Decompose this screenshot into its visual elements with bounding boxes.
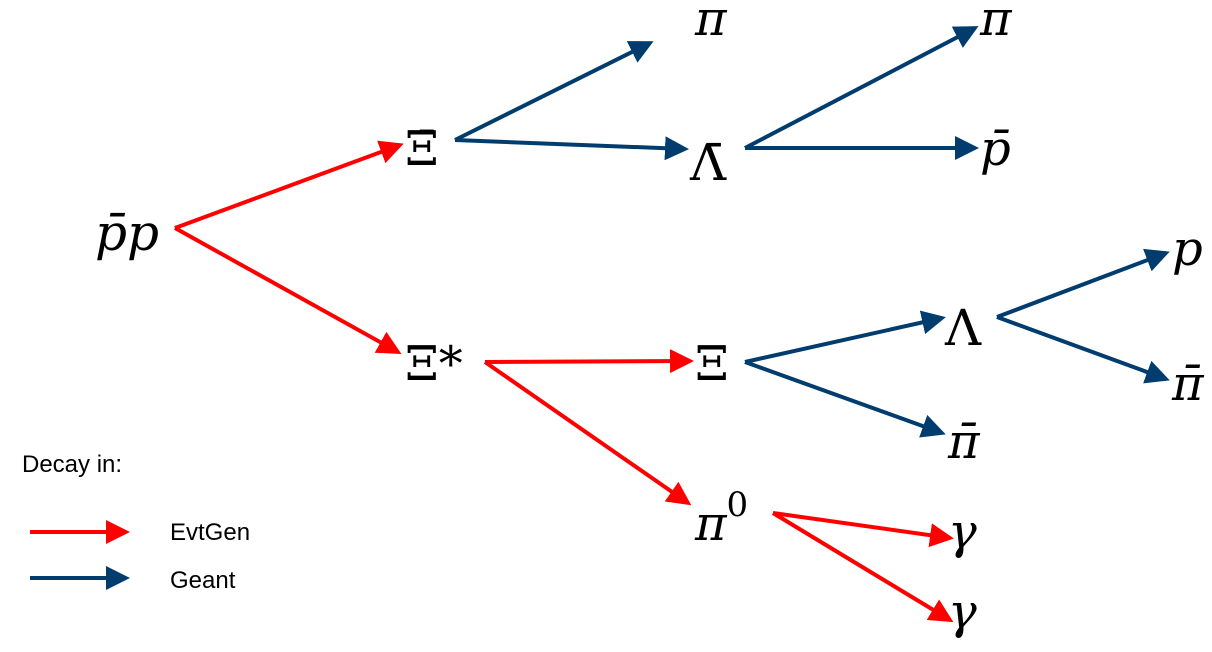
- arrow-xibar-to-pi: [454, 41, 654, 142]
- node-pi-top-right: π: [979, 0, 1013, 47]
- arrow-xi-to-lambda: [744, 310, 946, 364]
- node-gamma-2: γ: [948, 584, 977, 640]
- arrow-xistar-to-pi0: [483, 360, 692, 506]
- geant-arrows: [454, 26, 1170, 438]
- legend-evtgen-label: EvtGen: [170, 519, 250, 546]
- arrow-lambdabar-to-pi: [744, 26, 979, 150]
- legend-geant-label: Geant: [170, 567, 236, 594]
- arrow-xistar-to-xi: [484, 349, 694, 374]
- pi0-superscript: 0: [727, 485, 749, 525]
- evtgen-arrows: [174, 140, 954, 623]
- node-pbar-p: p̄p: [95, 204, 159, 262]
- arrow-xibar-to-lambdabar: [454, 136, 689, 161]
- node-lambda: Λ: [944, 299, 982, 357]
- legend: Decay in: EvtGen Geant: [22, 451, 250, 594]
- arrow-lambda-to-p: [996, 248, 1170, 319]
- node-gamma-1: γ: [948, 504, 977, 560]
- arrow-pi0-to-gamma2: [771, 511, 954, 623]
- node-pi-bar-right: π̄: [1171, 356, 1205, 412]
- node-pi-top: π: [694, 0, 728, 47]
- node-p-bar: p̄: [980, 121, 1011, 177]
- node-pi0: π0: [694, 485, 748, 552]
- node-xi: Ξ: [695, 336, 729, 392]
- arrow-lambda-to-pibar: [996, 315, 1170, 384]
- arrow-pp-to-xibar: [174, 140, 404, 230]
- arrow-pi0-to-gamma1: [772, 511, 954, 548]
- node-pi-bar-mid: π̄: [947, 414, 981, 470]
- arrow-xi-to-pibar: [744, 360, 946, 438]
- node-p: p: [1172, 221, 1203, 277]
- arrow-pp-to-xistar: [174, 226, 402, 354]
- node-xi-star: Ξ*: [405, 336, 463, 392]
- legend-title: Decay in:: [22, 451, 122, 478]
- node-xi-bar: Ξ̄: [405, 121, 439, 177]
- node-lambda-bar: Λ̄: [689, 134, 727, 192]
